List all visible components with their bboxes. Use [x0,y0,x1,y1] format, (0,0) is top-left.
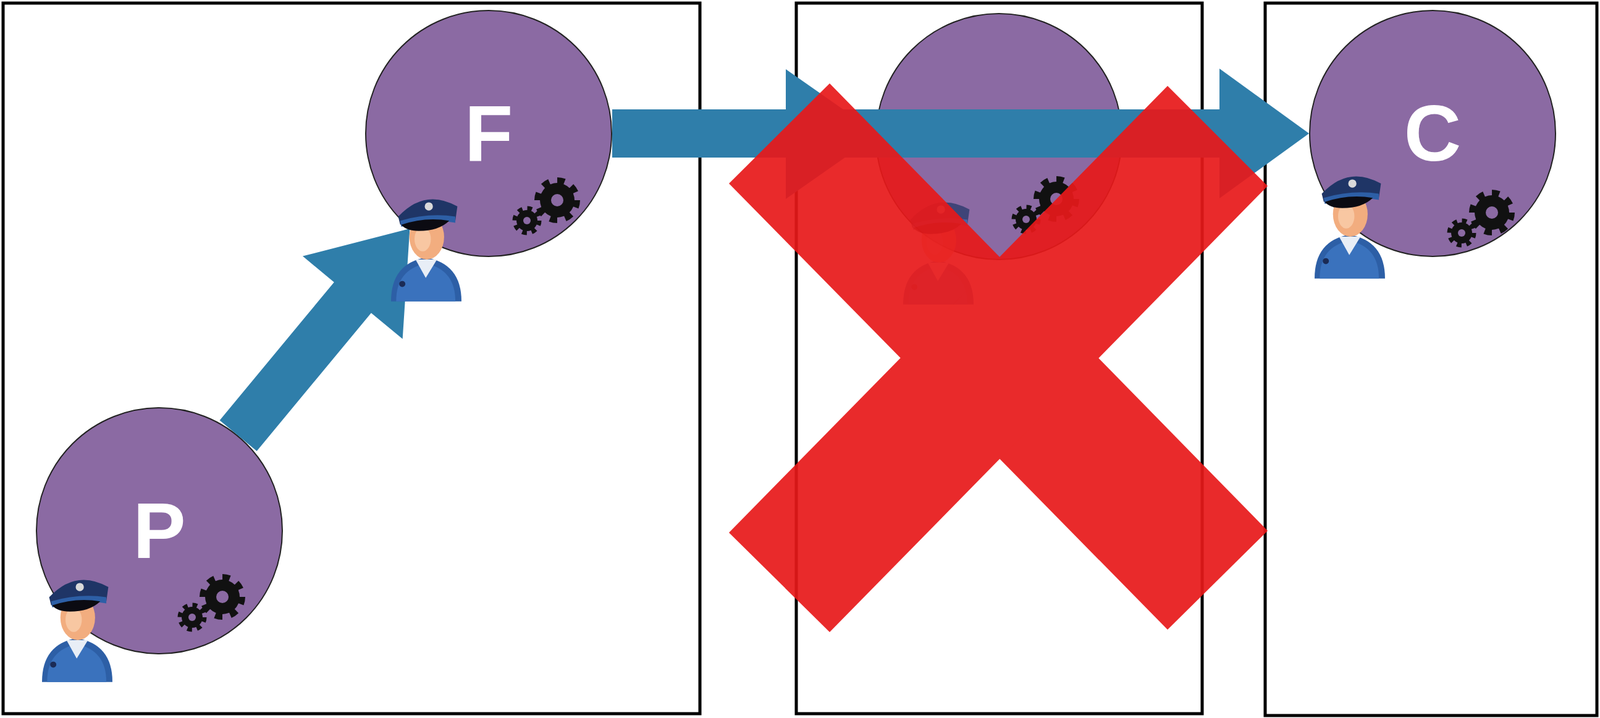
circle-shape [1309,10,1556,257]
flow-arrow [219,228,411,451]
process-circle: F [365,9,613,257]
middle-frame [796,3,1203,714]
node-label: P [132,491,186,571]
cross-bar [728,83,1268,630]
gear-icon [179,576,243,630]
gear-icon [1013,179,1077,232]
gear-icon [514,180,577,233]
node-label: C [1404,93,1462,173]
officer-icon [42,579,113,682]
node-label: F [464,93,513,173]
right-frame [1265,3,1597,716]
arrow-head [785,69,879,199]
process-circle: P [35,407,283,655]
left-frame [3,3,700,714]
officer-icon [903,202,974,304]
circle-shape [36,407,283,654]
flow-arrow [612,68,1310,199]
circle-shape [365,10,612,257]
process-circle: C [1309,9,1557,257]
gear-icon [1449,192,1512,246]
removed-circle [875,13,1122,260]
cross-bar [728,85,1268,632]
officer-icon [391,198,462,301]
red-cross [728,83,1268,632]
officer-icon [1314,176,1386,278]
